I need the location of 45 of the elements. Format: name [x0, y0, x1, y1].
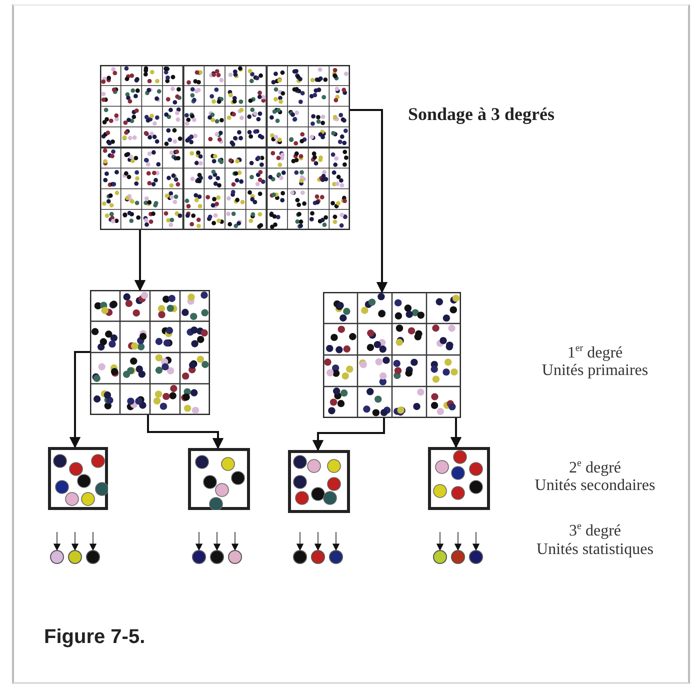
dot-grid-drawing — [100, 65, 350, 230]
dot-sample-drawing — [48, 447, 108, 510]
arrow — [350, 109, 388, 294]
level-description: Unités primaires — [542, 362, 648, 380]
level-description: Unités secondaires — [534, 477, 656, 495]
figure-caption: Figure 7-5. — [44, 626, 146, 649]
dot-grid-drawing — [323, 292, 461, 418]
dot-sample-drawing — [188, 448, 250, 510]
dot — [433, 550, 447, 564]
dot-sample-drawing — [428, 447, 490, 510]
arrow — [450, 418, 462, 448]
dot — [210, 550, 224, 564]
arrow — [70, 351, 90, 448]
diagram-title: Sondage à 3 degrés — [408, 104, 555, 125]
arrow — [196, 532, 202, 551]
arrow — [90, 532, 96, 551]
arrow — [134, 230, 146, 292]
arrow — [72, 532, 78, 551]
dot — [50, 550, 64, 564]
dot — [293, 550, 307, 564]
arrow — [232, 532, 238, 551]
dot — [469, 550, 483, 564]
arrow — [314, 532, 322, 551]
level-heading: 3$^{e}$ degré — [569, 520, 621, 540]
level-heading: 2$^{e}$ degré — [569, 457, 621, 478]
arrow — [214, 532, 220, 551]
level-description: Unités statistiques — [536, 541, 654, 559]
dot — [329, 550, 343, 564]
arrow — [54, 532, 60, 551]
arrow — [436, 532, 444, 551]
arrow — [147, 415, 224, 450]
arrow — [454, 532, 462, 551]
dot — [228, 550, 242, 564]
dot — [192, 550, 206, 564]
dot-sample-drawing — [288, 450, 350, 513]
arrow — [332, 532, 340, 551]
arrow — [296, 532, 304, 551]
level-heading: 1$^{er}$ degré — [567, 342, 623, 362]
arrow — [312, 418, 385, 452]
dot — [451, 550, 465, 564]
dot — [68, 550, 82, 564]
dot — [86, 550, 100, 564]
dot — [311, 550, 325, 564]
dot-grid-drawing — [90, 290, 210, 415]
arrow — [472, 532, 480, 551]
